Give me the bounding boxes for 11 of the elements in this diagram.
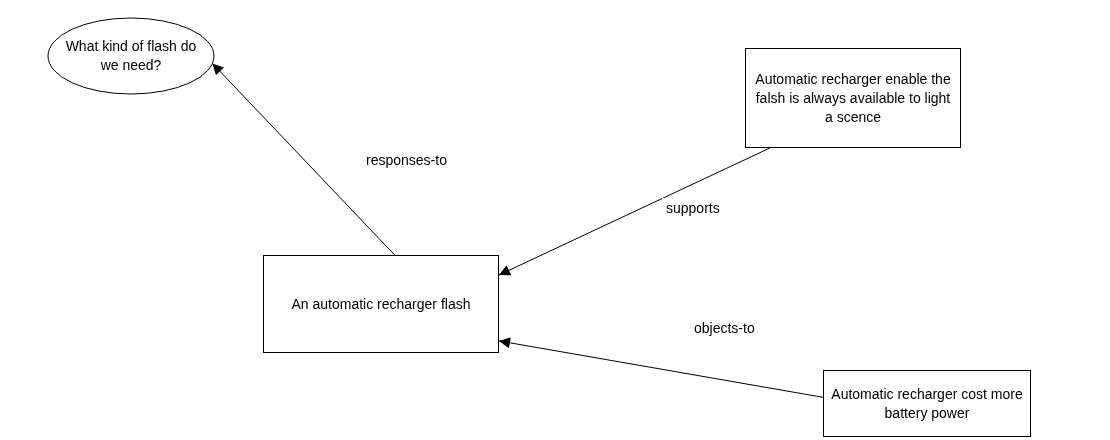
node-text: An automatic recharger flash: [291, 294, 471, 314]
statement-box: [263, 255, 499, 353]
arrow: [498, 147, 771, 276]
arrow: [211, 62, 396, 256]
arrow: [498, 337, 824, 398]
node-text: What kind of flash do we need?: [64, 37, 198, 75]
node-text: Automatic recharger enable the falsh is always available to light a scence: [754, 69, 952, 127]
question-ellipse: [47, 17, 215, 95]
node-text: Automatic recharger cost more battery power: [830, 384, 1024, 423]
statement-box: [823, 370, 1031, 437]
statement-box: [745, 48, 961, 148]
